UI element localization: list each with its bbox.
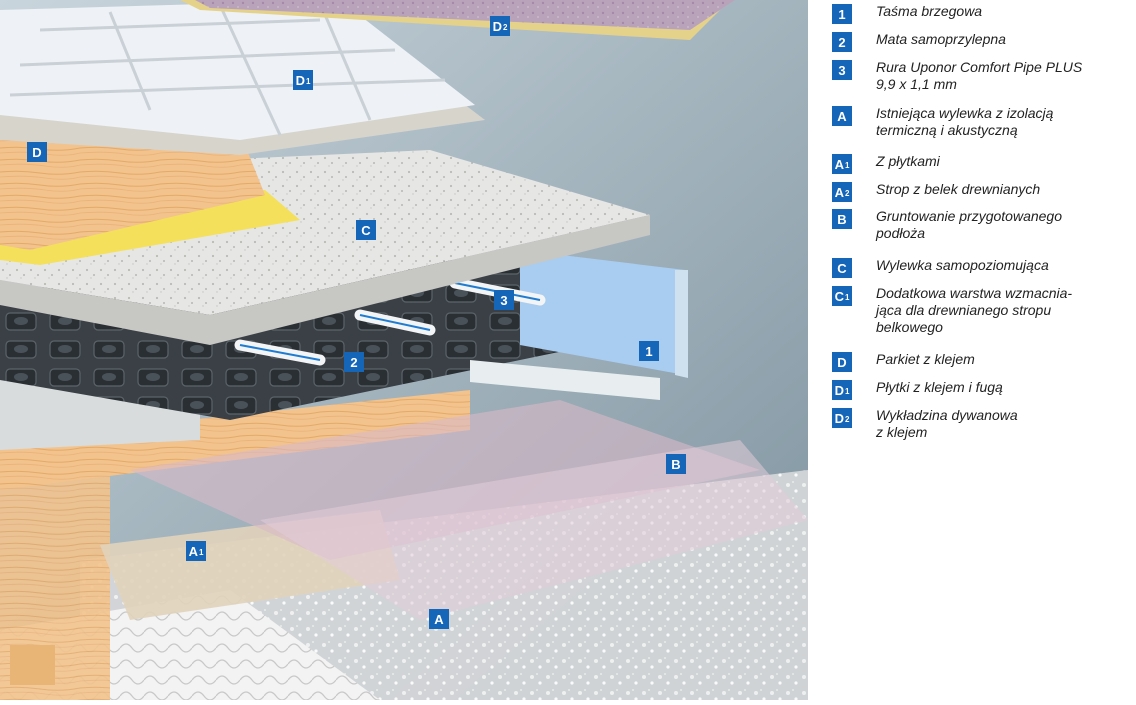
legend-text: Wylewka samopoziomująca (876, 257, 1049, 273)
legend-text: Dodatkowa warstwa wzmacnia- jąca dla dre… (876, 285, 1073, 335)
marker-2: 2 (344, 352, 364, 372)
legend-text: Taśma brzegowa (876, 3, 983, 19)
legend-text: Mata samoprzylepna (876, 31, 1006, 47)
legend-text: Wykładzina dywanowa z klejem (876, 407, 1018, 440)
legend-key: C (832, 258, 852, 278)
legend-key: A (832, 106, 852, 126)
legend: 1 Taśma brzegowa 2 Mata samoprzylepna 3 … (832, 0, 1082, 700)
marker-3: 3 (494, 290, 514, 310)
legend-text: Istniejąca wylewka z izolacją termiczną … (876, 105, 1054, 138)
marker-a: A (429, 609, 449, 629)
legend-key: B (832, 209, 852, 229)
legend-text: Gruntowanie przygotowanego podłoża (876, 208, 1063, 241)
marker-c: C (356, 220, 376, 240)
legend-text: Rura Uponor Comfort Pipe PLUS 9,9 x 1,1 … (876, 59, 1083, 92)
legend-text: Parkiet z klejem (876, 351, 975, 367)
legend-text: Z płytkami (876, 153, 940, 169)
marker-b: B (666, 454, 686, 474)
legend-key: D (832, 352, 852, 372)
legend-key: 2 (832, 32, 852, 52)
marker-d: D (27, 142, 47, 162)
cutaway-drawing (0, 0, 808, 700)
legend-key: 3 (832, 60, 852, 80)
legend-key: 1 (832, 4, 852, 24)
legend-text: Strop z belek drewnianych (876, 181, 1041, 197)
marker-1: 1 (639, 341, 659, 361)
legend-text: Płytki z klejem i fugą (876, 379, 1003, 395)
